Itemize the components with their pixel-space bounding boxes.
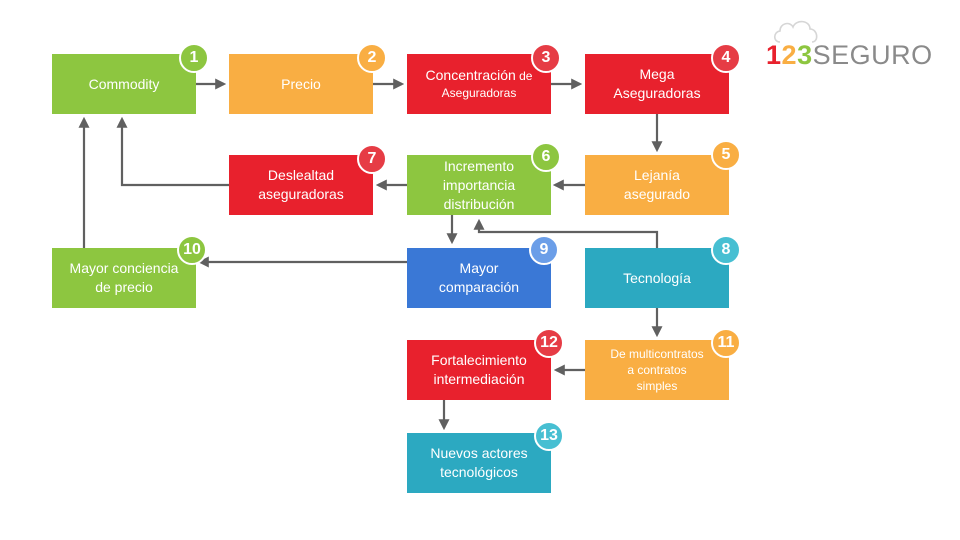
node-multicontratos-contratos-simples: De multicontratos a contratos simples bbox=[585, 340, 729, 400]
node-label-line2: asegurado bbox=[623, 186, 691, 202]
logo-digit-2: 2 bbox=[781, 40, 798, 70]
node-precio: Precio bbox=[229, 54, 373, 114]
node-badge: 13 bbox=[534, 421, 564, 451]
node-nuevos-actores-tecnologicos: Nuevos actores tecnológicos bbox=[407, 433, 551, 493]
node-commodity: Commodity bbox=[52, 54, 196, 114]
cloud-icon bbox=[773, 20, 818, 43]
node-label-line1: Mayor conciencia bbox=[69, 260, 179, 276]
node-label-line1: Lejanía bbox=[634, 167, 680, 183]
node-label-line1: Mega bbox=[639, 66, 675, 82]
node-badge: 5 bbox=[711, 140, 741, 170]
node-badge: 6 bbox=[531, 142, 561, 172]
node-label-line1: Mayor bbox=[459, 260, 499, 276]
logo-digit-1: 1 bbox=[766, 40, 782, 70]
node-mayor-conciencia-precio: Mayor conciencia de precio bbox=[52, 248, 196, 308]
node-tecnologia: Tecnología bbox=[585, 248, 729, 308]
node-label-line1: De multicontratos bbox=[610, 347, 704, 361]
node-badge: 2 bbox=[357, 43, 387, 73]
arrow-8-6 bbox=[473, 218, 659, 248]
logo-word: SEGURO bbox=[812, 40, 933, 70]
node-label-line1: Nuevos actores bbox=[430, 445, 528, 461]
node-label-line3: simples bbox=[636, 379, 678, 393]
node-label-line2: tecnológicos bbox=[440, 464, 518, 480]
node-badge: 4 bbox=[711, 43, 741, 73]
node-incremento-importancia-distribucion: Incremento importancia distribución bbox=[407, 155, 551, 215]
node-badge: 10 bbox=[177, 235, 207, 265]
node-lejania-asegurado: Lejanía asegurado bbox=[585, 155, 729, 215]
node-label: Commodity bbox=[88, 75, 160, 92]
node-label-line2: comparación bbox=[438, 279, 520, 295]
node-label-line2: de precio bbox=[95, 279, 153, 295]
node-label-line2: Aseguradoras bbox=[441, 85, 517, 100]
node-label-line2: importancia bbox=[442, 176, 516, 193]
logo-digit-3: 3 bbox=[797, 40, 813, 70]
node-label-line2: aseguradoras bbox=[258, 186, 344, 202]
node-fortalecimiento-intermediacion: Fortalecimiento intermediación bbox=[407, 340, 551, 400]
node-label: Concentración bbox=[425, 66, 516, 83]
node-concentracion-aseguradoras: Concentración de Aseguradoras bbox=[407, 54, 551, 114]
node-label-line1: Incremento bbox=[443, 157, 515, 174]
node-label-line2: intermediación bbox=[433, 371, 525, 387]
node-badge: 7 bbox=[357, 144, 387, 174]
node-mega-aseguradoras: Mega Aseguradoras bbox=[585, 54, 729, 114]
brand-logo: 123SEGURO bbox=[766, 40, 932, 76]
node-label-line1: Fortalecimiento bbox=[431, 352, 527, 368]
arrow-7-1 bbox=[116, 116, 229, 187]
node-label-line2: Aseguradoras bbox=[613, 85, 701, 101]
node-badge: 12 bbox=[534, 328, 564, 358]
node-label-line1: Deslealtad bbox=[267, 167, 335, 183]
node-label-line2: a contratos bbox=[627, 363, 687, 377]
node-mayor-comparacion: Mayor comparación bbox=[407, 248, 551, 308]
node-badge: 3 bbox=[531, 43, 561, 73]
node-badge: 1 bbox=[179, 43, 209, 73]
node-badge: 11 bbox=[711, 328, 741, 358]
node-label: Tecnología bbox=[623, 269, 691, 286]
node-label-line3: distribución bbox=[443, 195, 515, 212]
node-badge: 9 bbox=[529, 235, 559, 265]
node-deslealtad-aseguradoras: Deslealtad aseguradoras bbox=[229, 155, 373, 215]
node-label-suffix: de bbox=[515, 68, 533, 83]
node-label: Precio bbox=[281, 75, 321, 92]
node-badge: 8 bbox=[711, 235, 741, 265]
